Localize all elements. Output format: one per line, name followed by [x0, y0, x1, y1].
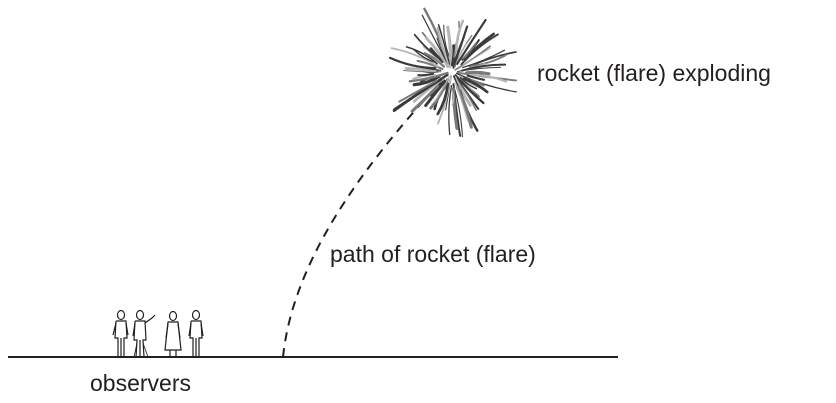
- burst-stroke: [389, 56, 437, 70]
- burst-stroke: [456, 18, 487, 65]
- burst-stroke: [434, 75, 450, 102]
- burst-stroke: [465, 70, 491, 76]
- burst-stroke: [424, 36, 450, 69]
- burst-stroke: [455, 85, 473, 129]
- burst-stroke: [443, 24, 450, 57]
- burst-stroke: [456, 72, 517, 93]
- burst-stroke: [454, 74, 485, 105]
- burst-stroke: [424, 79, 447, 107]
- burst-stroke: [405, 46, 438, 65]
- burst-stroke: [404, 67, 437, 73]
- burst-stroke: [451, 87, 459, 130]
- path-label: path of rocket (flare): [330, 241, 536, 267]
- burst-stroke: [416, 59, 444, 70]
- burst-stroke: [462, 47, 492, 66]
- person-icon: [164, 310, 182, 357]
- burst-stroke: [470, 79, 485, 87]
- burst-stroke: [423, 52, 446, 68]
- burst-stroke: [457, 66, 502, 72]
- burst-stroke: [461, 63, 507, 72]
- burst-stroke: [466, 74, 486, 81]
- explosion-label: rocket (flare) exploding: [537, 60, 771, 86]
- burst-stroke: [390, 47, 439, 68]
- burst-stroke: [437, 24, 451, 65]
- person-icon: [188, 309, 204, 357]
- burst-stroke: [446, 25, 453, 65]
- burst-stroke: [417, 72, 435, 77]
- burst-stroke: [393, 73, 449, 111]
- burst-stroke: [422, 46, 441, 62]
- burst-stroke: [429, 47, 444, 63]
- burst-stroke: [454, 89, 463, 138]
- burst-stroke: [453, 25, 469, 65]
- burst-stroke: [448, 85, 453, 136]
- burst-stroke: [412, 74, 441, 87]
- burst-stroke: [410, 84, 440, 113]
- burst-stroke: [470, 54, 507, 67]
- burst-stroke: [451, 90, 455, 106]
- burst-stroke: [437, 74, 452, 125]
- burst-stroke: [460, 33, 499, 66]
- burst-stroke: [421, 14, 447, 62]
- burst-stroke: [468, 74, 508, 83]
- burst-stroke: [462, 42, 477, 60]
- burst-stroke: [436, 82, 450, 116]
- person-icon: [112, 309, 129, 357]
- observers-group: [112, 309, 204, 358]
- rocket-path-dashed: [282, 84, 439, 358]
- burst-stroke: [398, 79, 438, 103]
- burst-stroke: [403, 69, 442, 73]
- burst-stroke: [454, 81, 469, 122]
- burst-stroke: [462, 77, 489, 94]
- burst-stroke: [459, 77, 478, 90]
- burst-stroke: [455, 19, 465, 53]
- firework-burst-icon: [389, 7, 518, 138]
- burst-stroke: [457, 81, 477, 112]
- burst-stroke: [408, 71, 449, 83]
- observers-label: observers: [90, 370, 191, 396]
- burst-stroke: [455, 43, 467, 64]
- person-icon: [132, 309, 156, 358]
